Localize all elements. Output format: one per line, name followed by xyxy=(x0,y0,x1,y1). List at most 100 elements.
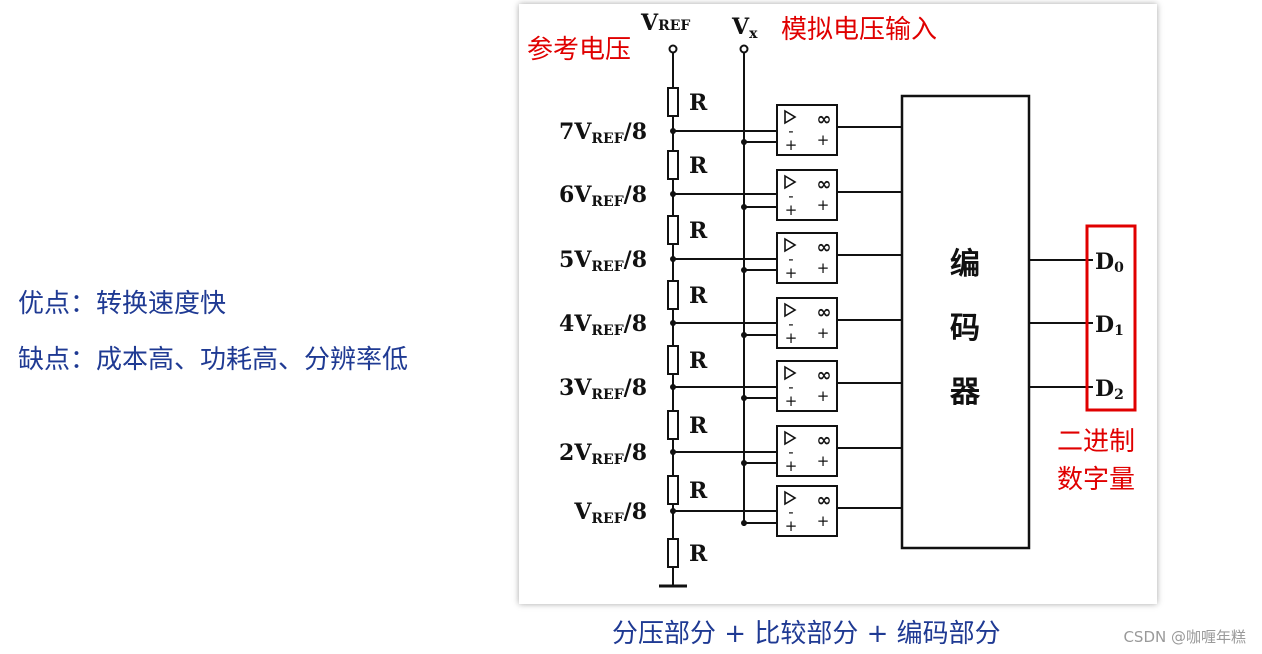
tap-label: VREF/8 xyxy=(573,499,647,527)
tap-label: 5VREF/8 xyxy=(559,247,647,275)
comparator-triangle-icon xyxy=(784,302,797,318)
resistor-label: R xyxy=(689,218,708,244)
resistor-label: R xyxy=(689,541,708,567)
encoder-block xyxy=(900,94,1031,550)
tap-label: 7VREF/8 xyxy=(559,119,647,147)
tap-prefix: 4V xyxy=(559,311,592,337)
vx-junction xyxy=(741,267,747,273)
comparator-minus: - xyxy=(788,443,793,461)
tap-prefix: V xyxy=(573,499,592,525)
comparator-infinity: ∞ xyxy=(817,174,832,195)
comparator-plus-in: + xyxy=(785,329,798,347)
comparator-plus-out: + xyxy=(817,324,830,342)
tap-labels: 7VREF/86VREF/85VREF/84VREF/83VREF/82VREF… xyxy=(559,119,676,527)
comparator xyxy=(776,104,838,156)
resistor-label: R xyxy=(689,413,708,439)
comparator-infinity: ∞ xyxy=(817,430,832,451)
output-label: D1 xyxy=(1095,312,1124,339)
resistor xyxy=(667,150,679,180)
tap-suffix: /8 xyxy=(624,119,647,145)
vx-sub: x xyxy=(749,26,758,42)
output-label: D2 xyxy=(1095,376,1124,403)
comparator-infinity: ∞ xyxy=(817,109,832,130)
comparator-triangle-icon xyxy=(784,490,797,506)
resistor-label: R xyxy=(689,90,708,116)
vx-junction xyxy=(741,332,747,338)
comparator-minus: - xyxy=(788,315,793,333)
bottom-caption: 分压部分 + 比较部分 + 编码部分 xyxy=(612,619,1001,649)
tap-prefix: 5V xyxy=(559,247,592,273)
resistor-label: R xyxy=(689,348,708,374)
resistor xyxy=(667,345,679,375)
tap-sub: REF xyxy=(591,511,623,527)
comparator-triangle-icon xyxy=(784,365,797,381)
resistor xyxy=(667,475,679,505)
output-sub: 1 xyxy=(1114,323,1124,339)
comparator-plus-out: + xyxy=(817,131,830,149)
advantage-note: 优点：转换速度快 xyxy=(18,289,227,319)
tap-label: 3VREF/8 xyxy=(559,375,647,403)
tap-label: 2VREF/8 xyxy=(559,440,647,468)
vref-terminal xyxy=(668,44,678,54)
output-main: D xyxy=(1095,249,1114,275)
comparator-minus: - xyxy=(788,503,793,521)
resistor xyxy=(667,280,679,310)
tap-suffix: /8 xyxy=(624,375,647,401)
tap-sub: REF xyxy=(591,194,623,210)
comparator-plus-out: + xyxy=(817,387,830,405)
resistor xyxy=(667,87,679,117)
vx-main: V xyxy=(731,14,750,40)
output-label: D0 xyxy=(1095,249,1124,276)
comparator-triangle-icon xyxy=(784,237,797,253)
comparator-plus-in: + xyxy=(785,517,798,535)
vx-junction xyxy=(741,204,747,210)
tap-prefix: 6V xyxy=(559,182,592,208)
resistor xyxy=(667,410,679,440)
notes-block: 优点：转换速度快 缺点：成本高、功耗高、分辨率低 xyxy=(18,276,408,388)
comparator-infinity: ∞ xyxy=(817,302,832,323)
comparator-plus-out: + xyxy=(817,259,830,277)
analog-input-annotation: 模拟电压输入 xyxy=(781,15,937,45)
vx-junction xyxy=(741,460,747,466)
tap-suffix: /8 xyxy=(624,247,647,273)
vx-terminal-label: Vx xyxy=(731,14,758,42)
comparator xyxy=(776,169,838,221)
watermark: CSDN @咖喱年糕 xyxy=(1123,628,1246,646)
encoder-label-3: 器 xyxy=(949,375,981,410)
comparator-plus-in: + xyxy=(785,457,798,475)
resistor-label: R xyxy=(689,283,708,309)
output-sub: 0 xyxy=(1114,260,1124,276)
output-main: D xyxy=(1095,312,1114,338)
comparator xyxy=(776,297,838,349)
comparator xyxy=(776,232,838,284)
tap-sub: REF xyxy=(591,323,623,339)
tap-prefix: 7V xyxy=(559,119,592,145)
tap-suffix: /8 xyxy=(624,311,647,337)
comparator-minus: - xyxy=(788,187,793,205)
tap-sub: REF xyxy=(591,452,623,468)
comparator-plus-in: + xyxy=(785,201,798,219)
comparator-triangle-icon xyxy=(784,174,797,190)
output-highlight-box xyxy=(1085,224,1137,412)
resistor-label: R xyxy=(689,153,708,179)
vx-junction xyxy=(741,395,747,401)
tap-label: 4VREF/8 xyxy=(559,311,647,339)
comparator xyxy=(776,485,838,537)
vx-junction xyxy=(741,520,747,526)
tap-suffix: /8 xyxy=(624,440,647,466)
tap-label: 6VREF/8 xyxy=(559,182,647,210)
comparator-plus-in: + xyxy=(785,264,798,282)
tap-prefix: 3V xyxy=(559,375,592,401)
binary-annotation-line1: 二进制 xyxy=(1057,427,1135,457)
resistor-label: R xyxy=(689,478,708,504)
tap-prefix: 2V xyxy=(559,440,592,466)
comparator-plus-out: + xyxy=(817,452,830,470)
tap-sub: REF xyxy=(591,131,623,147)
comparator-minus: - xyxy=(788,250,793,268)
tap-suffix: /8 xyxy=(624,182,647,208)
comparator xyxy=(776,425,838,477)
comparator-triangle-icon xyxy=(784,109,797,125)
